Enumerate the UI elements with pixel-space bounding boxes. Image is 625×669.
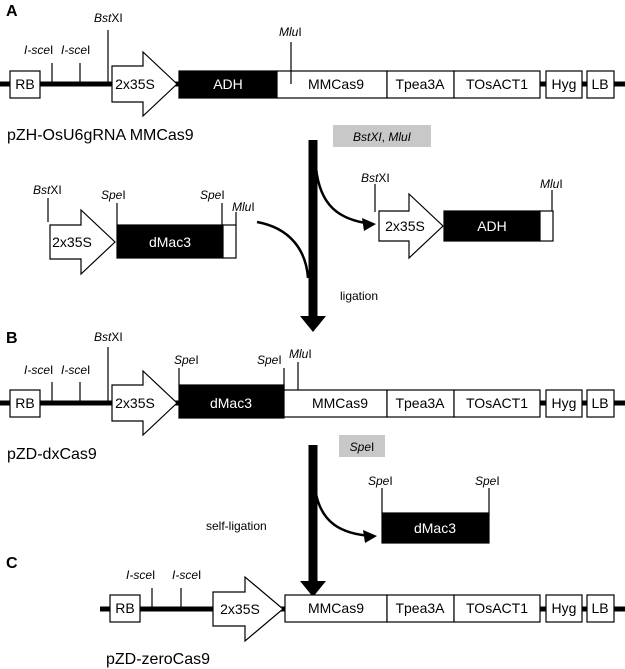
selfligation-label: self-ligation <box>206 519 267 533</box>
rb-label-c: RB <box>115 600 134 616</box>
rb-box-c <box>109 594 141 623</box>
site-label-spei-2-b: SpeI <box>257 353 282 367</box>
site-label-bstxi-b: BstXI <box>94 330 123 344</box>
site-label-bstxi-a: BstXI <box>94 11 123 25</box>
plasmid-name-b: pZD-dxCas9 <box>7 446 97 463</box>
enzyme-label-2: SpeI <box>350 440 375 454</box>
dmac3-box-insert <box>116 224 224 259</box>
hyg-label-b: Hyg <box>552 395 577 411</box>
promoter-arrow-c <box>212 575 284 643</box>
mmcas9-label-a: MMCas9 <box>308 76 364 92</box>
lb-box-b <box>586 389 615 418</box>
ligation-arrow-head <box>300 316 326 332</box>
tpea3a-box-a <box>386 70 455 99</box>
site-label-bstxi-excised: BstXI <box>361 171 390 185</box>
site-label-spei-insert-1: SpeI <box>101 188 126 202</box>
tosact1-box-a <box>453 70 541 99</box>
promoter-arrow-excised <box>378 192 444 260</box>
enzyme-badge-1 <box>333 125 431 147</box>
excision-arrow-2 <box>314 493 373 538</box>
promoter-arrow-insert <box>49 208 116 276</box>
site-label-spei-1-excised: SpeI <box>368 474 393 488</box>
adh-label-excised: ADH <box>477 218 507 234</box>
panel-label-c: C <box>6 555 18 572</box>
lb-label-c: LB <box>591 600 608 616</box>
mmcas9-label-b: MMCas9 <box>312 395 368 411</box>
adh-label-a: ADH <box>213 76 243 92</box>
selfligation-arrow-head <box>300 581 326 597</box>
rb-box-a <box>9 70 41 99</box>
tpea3a-label-a: Tpea3A <box>395 76 445 92</box>
tpea3a-box-c <box>386 594 455 623</box>
promoter-label-b: 2x35S <box>115 395 155 411</box>
hyg-box-b <box>545 389 583 418</box>
site-label-isce-1-a: I-sceI <box>24 43 53 57</box>
site-label-isce-1-c: I-sceI <box>126 568 155 582</box>
hyg-box-a <box>545 70 583 99</box>
tosact1-label-a: TOsACT1 <box>466 76 528 92</box>
promoter-label-a: 2x35S <box>115 76 155 92</box>
excision-arrow-1-head <box>362 218 376 231</box>
dmac3-label-insert: dMac3 <box>149 234 191 250</box>
lb-label-b: LB <box>591 395 608 411</box>
tpea3a-label-c: Tpea3A <box>395 600 445 616</box>
promoter-label-excised: 2x35S <box>385 218 425 234</box>
site-label-spei-insert-2: SpeI <box>200 188 225 202</box>
promoter-label-c: 2x35S <box>220 601 260 617</box>
site-label-bstxi-insert: BstXI <box>33 183 62 197</box>
excision-arrow-2-head <box>363 530 377 543</box>
ligation-label: ligation <box>340 289 378 303</box>
promoter-arrow-b <box>111 369 178 437</box>
dmac3-box-b <box>178 384 285 419</box>
plasmid-name-c: pZD-zeroCas9 <box>106 651 210 668</box>
site-label-isce-2-c: I-sceI <box>172 568 201 582</box>
excision-arrow-1 <box>314 167 373 226</box>
site-label-spei-1-b: SpeI <box>174 353 199 367</box>
lb-box-a <box>586 70 615 99</box>
enzyme-label-1: BstXI, MluI <box>353 130 412 144</box>
rb-label-a: RB <box>15 76 34 92</box>
mmcas9-box-c <box>284 594 388 623</box>
site-label-mlui-b: MluI <box>289 347 312 361</box>
excised-end-box <box>539 210 554 242</box>
lb-label-a: LB <box>591 76 608 92</box>
tpea3a-label-b: Tpea3A <box>395 395 445 411</box>
hyg-label-a: Hyg <box>552 76 577 92</box>
site-label-isce-2-b: I-sceI <box>61 363 90 377</box>
enzyme-badge-2 <box>339 435 385 457</box>
mmcas9-label-c: MMCas9 <box>308 600 364 616</box>
site-label-isce-2-a: I-sceI <box>61 43 90 57</box>
site-label-mlui-a: MluI <box>279 25 302 39</box>
site-label-spei-2-excised: SpeI <box>475 474 500 488</box>
tpea3a-box-b <box>386 389 455 418</box>
dmac3-label-excised: dMac3 <box>414 520 456 536</box>
insert-end-box <box>222 224 237 259</box>
site-label-mlui-insert: MluI <box>232 200 255 214</box>
rb-box-b <box>9 389 41 418</box>
tosact1-label-c: TOsACT1 <box>466 600 528 616</box>
rb-label-b: RB <box>15 395 34 411</box>
panel-label-a: A <box>6 3 18 20</box>
hyg-label-c: Hyg <box>552 600 577 616</box>
tosact1-label-b: TOsACT1 <box>466 395 528 411</box>
tosact1-box-b <box>453 389 541 418</box>
tosact1-box-c <box>453 594 541 623</box>
dmac3-label-b: dMac3 <box>210 395 252 411</box>
lb-box-c <box>586 594 615 623</box>
plasmid-name-a: pZH-OsU6gRNA MMCas9 <box>7 127 194 144</box>
hyg-box-c <box>545 594 583 623</box>
site-label-isce-1-b: I-sceI <box>24 363 53 377</box>
dmac3-box-excised <box>381 512 490 544</box>
promoter-label-insert: 2x35S <box>52 234 92 250</box>
promoter-arrow-a <box>111 50 178 118</box>
panel-label-b: B <box>6 330 18 347</box>
insert-merge-line <box>256 220 310 279</box>
site-label-mlui-excised: MluI <box>540 177 563 191</box>
mmcas9-box-b <box>283 389 388 418</box>
